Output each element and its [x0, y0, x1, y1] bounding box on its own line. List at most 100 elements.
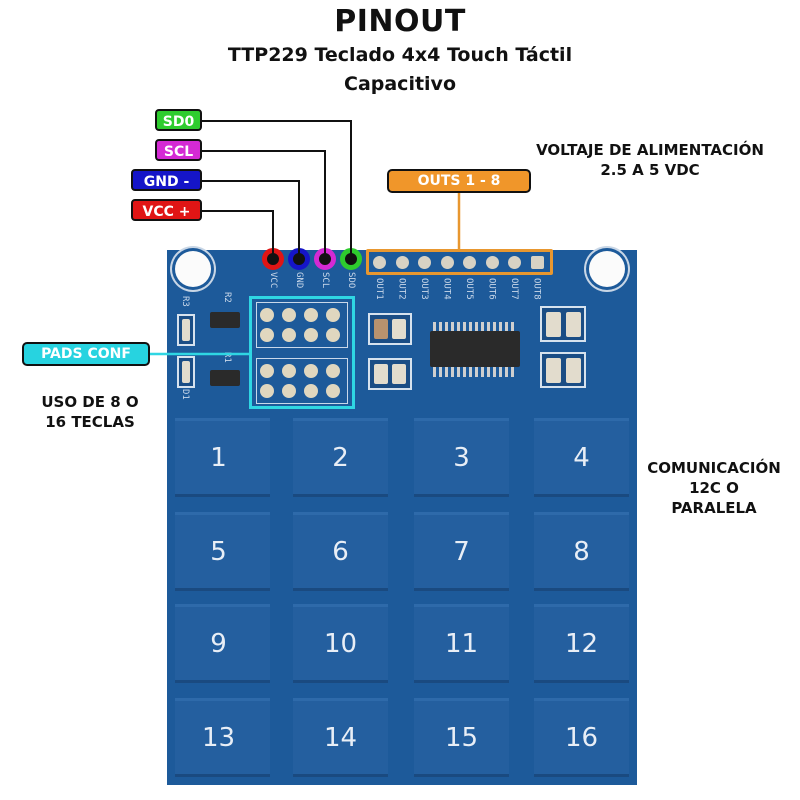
silk-out-pin: OUT2 — [396, 278, 407, 300]
config-pad — [282, 364, 296, 378]
ic-leg — [451, 365, 454, 377]
config-pad — [326, 364, 340, 378]
ic-leg — [493, 322, 496, 334]
key-number: 13 — [201, 722, 236, 753]
silk-gnd: GND — [294, 272, 304, 289]
resistor-array-r1 — [210, 370, 240, 386]
ic-leg — [475, 322, 478, 334]
communication-line3: PARALELA — [671, 499, 757, 517]
voltage-note-line2: 2.5 A 5 VDC — [600, 161, 700, 179]
capacitor-c4-c6 — [540, 352, 586, 388]
ic-leg — [439, 322, 442, 334]
mounting-hole-left — [175, 251, 211, 287]
ttp229-ic — [430, 331, 520, 367]
ic-leg — [487, 322, 490, 334]
silk-out-pin: OUT1 — [374, 278, 384, 300]
key-number: 11 — [444, 628, 479, 659]
ic-leg — [457, 322, 460, 334]
touch-key-14[interactable]: 14 — [293, 698, 388, 777]
ic-leg — [439, 365, 442, 377]
ic-leg — [499, 322, 502, 334]
pads-group-bottom — [256, 358, 348, 404]
touch-key-4[interactable]: 4 — [534, 418, 629, 497]
key-number: 15 — [444, 722, 479, 753]
silk-out-pin: OUT4 — [441, 278, 452, 300]
config-pad — [326, 328, 340, 342]
config-pad — [304, 328, 318, 342]
silk-r2: R2 — [222, 292, 232, 303]
touch-key-13[interactable]: 13 — [175, 698, 270, 777]
silk-out-pin: OUT7 — [509, 278, 519, 300]
config-pad — [304, 364, 318, 378]
silk-r1: R1 — [222, 352, 232, 363]
key-number: 6 — [332, 536, 349, 567]
config-pad — [304, 308, 318, 322]
key-number: 8 — [573, 536, 590, 567]
ic-leg — [493, 365, 496, 377]
touch-key-1[interactable]: 1 — [175, 418, 270, 497]
page-title: PINOUT — [334, 4, 466, 39]
touch-key-11[interactable]: 11 — [414, 604, 509, 683]
vcc-wire — [202, 210, 274, 258]
out-pin — [485, 256, 499, 269]
key-number: 1 — [210, 442, 227, 473]
touch-key-2[interactable]: 2 — [293, 418, 388, 497]
silk-out-pin: OUT8 — [531, 278, 542, 300]
pads-group-top — [256, 302, 348, 348]
touch-key-6[interactable]: 6 — [293, 512, 388, 591]
ic-leg — [499, 365, 502, 377]
key-number: 7 — [453, 536, 470, 567]
key-number: 16 — [564, 722, 599, 753]
keys-usage-line1: USO DE 8 O — [41, 393, 139, 411]
communication-note: COMUNICACIÓN 12C O PARALELA — [628, 458, 800, 518]
touch-key-3[interactable]: 3 — [414, 418, 509, 497]
ic-leg — [469, 365, 472, 377]
led-d1 — [177, 356, 195, 388]
config-pad — [282, 328, 296, 342]
touch-key-10[interactable]: 10 — [293, 604, 388, 683]
touch-key-16[interactable]: 16 — [534, 698, 629, 777]
key-number: 10 — [323, 628, 358, 659]
resistor-r3 — [177, 314, 195, 346]
ic-leg — [481, 322, 484, 334]
touch-key-5[interactable]: 5 — [175, 512, 270, 591]
ic-leg — [451, 322, 454, 334]
vcc-label: VCC + — [131, 199, 202, 221]
ic-leg — [511, 322, 514, 334]
out-pin — [418, 256, 431, 269]
gnd-label: GND - — [131, 169, 202, 191]
gnd-wire — [202, 180, 300, 258]
config-pad — [260, 364, 274, 378]
sdo-label: SD0 — [155, 109, 202, 131]
mounting-hole-right — [589, 251, 625, 287]
touch-key-7[interactable]: 7 — [414, 512, 509, 591]
silk-out-pin: OUT6 — [486, 278, 497, 300]
scl-wire — [202, 150, 326, 258]
config-pad — [282, 384, 296, 398]
keys-usage-line2: 16 TECLAS — [45, 413, 135, 431]
outs-frame — [366, 249, 553, 275]
sdo-wire — [202, 120, 352, 258]
page-subtitle-line2: Capacitivo — [344, 73, 456, 95]
touch-key-9[interactable]: 9 — [175, 604, 270, 683]
capacitor-c8 — [368, 313, 412, 345]
communication-line1: COMUNICACIÓN — [647, 459, 781, 477]
ic-leg — [463, 365, 466, 377]
communication-line2: 12C O — [689, 479, 739, 497]
ic-leg — [505, 365, 508, 377]
out-pin — [530, 256, 544, 269]
touch-key-12[interactable]: 12 — [534, 604, 629, 683]
touch-key-8[interactable]: 8 — [534, 512, 629, 591]
config-pad — [304, 384, 318, 398]
touch-key-15[interactable]: 15 — [414, 698, 509, 777]
ic-leg — [511, 365, 514, 377]
config-pad — [260, 384, 274, 398]
scl-label: SCL — [155, 139, 202, 161]
silk-out-pin: OUT3 — [419, 278, 429, 300]
resistor-array-r2 — [210, 312, 240, 328]
out-pin — [440, 256, 454, 269]
key-number: 9 — [210, 628, 227, 659]
silk-d1: D1 — [180, 389, 190, 400]
ic-leg — [505, 322, 508, 334]
ic-leg — [481, 365, 484, 377]
